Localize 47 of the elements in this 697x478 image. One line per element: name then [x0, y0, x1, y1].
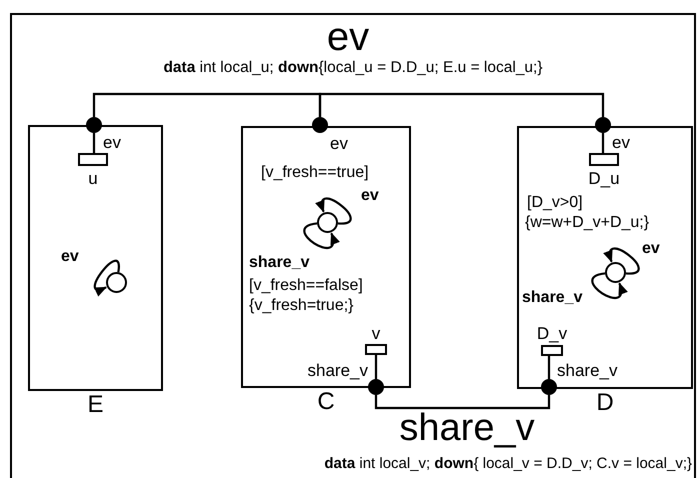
- port-dot: [541, 379, 557, 395]
- port-label: ev: [103, 134, 121, 153]
- connector-line: [318, 92, 604, 117]
- data-port: [541, 345, 563, 356]
- port-label: ev: [612, 134, 630, 153]
- connector-line: [374, 395, 550, 410]
- port-label: share_v: [306, 362, 368, 381]
- state-circle: [605, 262, 626, 283]
- transition-arrow: [316, 198, 352, 225]
- edge-label: share_v: [249, 254, 310, 272]
- port-dot: [312, 117, 328, 133]
- guard-text: {w=w+D_v+D_u;}: [525, 214, 650, 232]
- state-circle: [106, 272, 127, 293]
- port-label: D_v: [536, 325, 568, 344]
- bus-name: ev: [326, 15, 370, 59]
- guard-text: [v_fresh==false]: [249, 277, 363, 295]
- connector-line: [548, 356, 550, 379]
- port-dot: [86, 117, 102, 133]
- transition-arrow: [591, 272, 627, 299]
- guard-text: [D_v>0]: [527, 194, 583, 212]
- component-name: E: [86, 392, 104, 418]
- transition-arrow: [604, 248, 640, 275]
- transition-arrow: [303, 222, 339, 249]
- port-label: share_v: [557, 362, 618, 381]
- component-name: D: [595, 390, 615, 416]
- port-label: ev: [330, 135, 348, 154]
- data-port: [365, 344, 387, 355]
- connector-line: [92, 133, 96, 153]
- transition-arrow: [94, 260, 120, 296]
- port-dot: [368, 379, 384, 395]
- bus-code: data int local_v; down{ local_v = D.D_v; C.v = local_v;}: [323, 456, 692, 472]
- connector-line: [374, 355, 378, 379]
- port-label: u: [87, 170, 99, 189]
- bus-name: share_v: [398, 408, 536, 450]
- edge-label: share_v: [522, 289, 582, 307]
- connector-line: [92, 92, 322, 117]
- port-dot: [595, 117, 611, 133]
- data-port: [589, 153, 619, 166]
- component-name: C: [316, 389, 336, 416]
- data-port: [78, 153, 108, 166]
- bus-code: data int local_u; down{local_u = D.D_u; E.u = local_u;}: [162, 59, 544, 76]
- guard-text: {v_fresh=true;}: [249, 297, 354, 315]
- connector-line: [602, 133, 604, 153]
- state-circle: [317, 212, 338, 233]
- port-label: D_u: [587, 170, 621, 189]
- guard-text: [v_fresh==true]: [261, 164, 369, 182]
- port-label: v: [370, 325, 382, 344]
